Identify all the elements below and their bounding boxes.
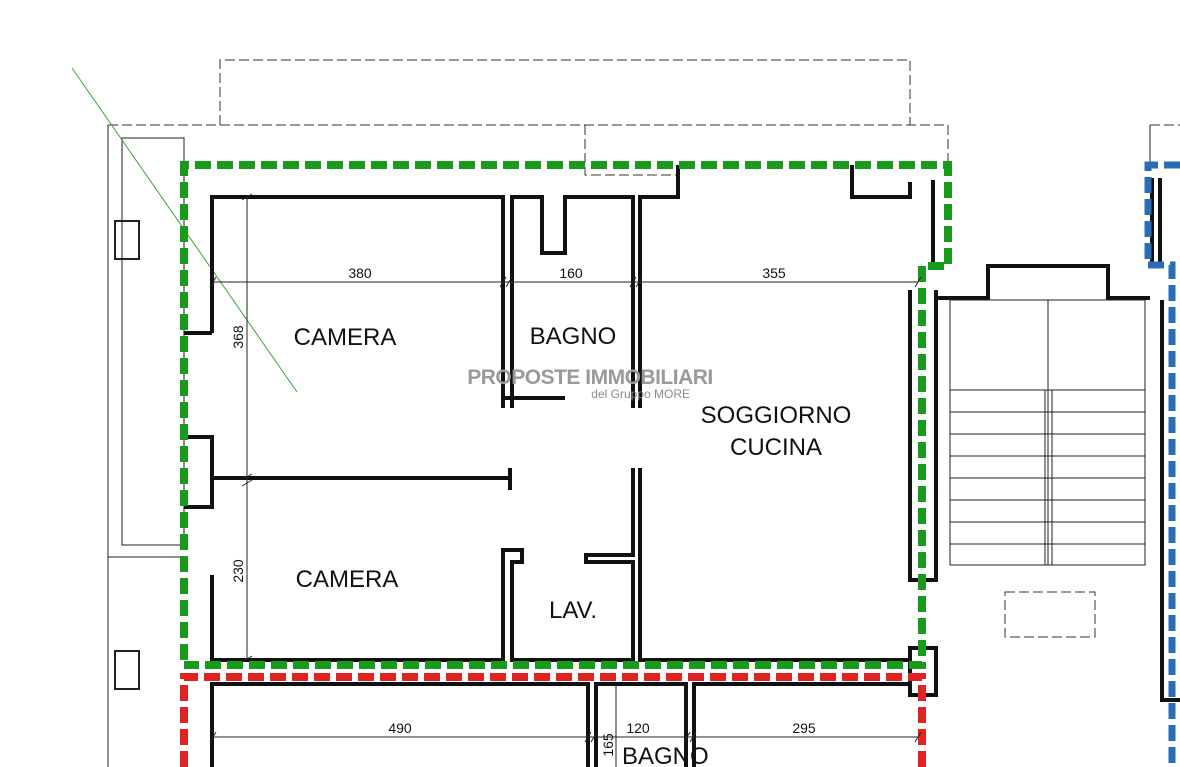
dim-120: 120 <box>626 720 650 736</box>
room-bagno-bottom: BAGNO <box>622 743 709 767</box>
dim-355: 355 <box>762 265 786 281</box>
dim-490: 490 <box>388 720 412 736</box>
unit-boundary-blue <box>1144 161 1180 767</box>
room-camera-top: CAMERA <box>294 324 397 351</box>
staircase <box>938 264 1150 638</box>
dimension-lines <box>209 193 922 767</box>
dim-165: 165 <box>600 733 616 757</box>
unit-boundary-green <box>180 161 952 669</box>
unit-boundary-red <box>180 673 926 767</box>
watermark-title: PROPOSTE IMMOBILIARI <box>467 366 713 389</box>
dim-380: 380 <box>348 265 372 281</box>
room-camera-bottom: CAMERA <box>296 566 399 593</box>
room-soggiorno: SOGGIORNO <box>701 402 852 429</box>
dim-368: 368 <box>230 325 246 349</box>
room-bagno-top: BAGNO <box>530 323 617 350</box>
watermark-subtitle: del Gruppo MORE <box>591 387 690 401</box>
dim-295: 295 <box>792 720 816 736</box>
room-lav: LAV. <box>549 597 597 624</box>
dim-230: 230 <box>230 559 246 583</box>
room-cucina: CUCINA <box>730 434 822 461</box>
walls <box>184 165 1180 767</box>
dim-160: 160 <box>559 265 583 281</box>
